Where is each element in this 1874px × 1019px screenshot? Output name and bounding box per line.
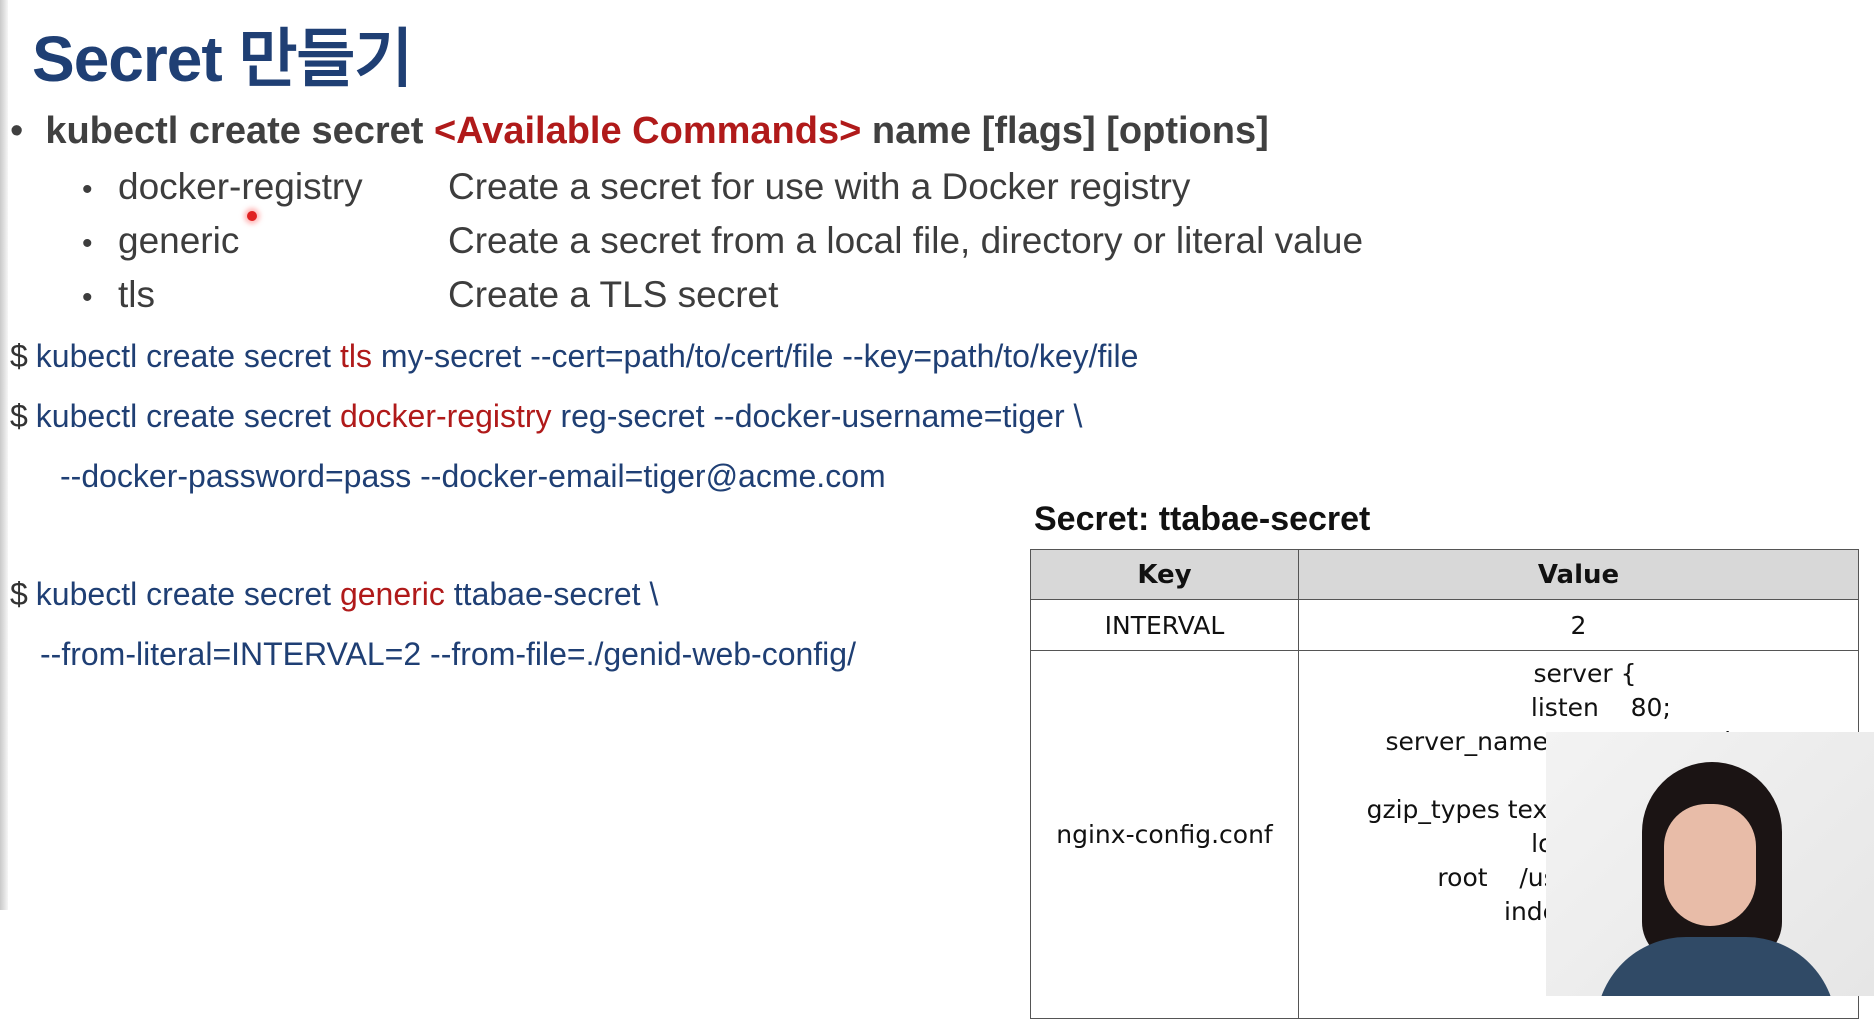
example-generic: $kubectl create secret generic ttabae-se… [10,576,658,613]
command-suffix: name [flags] [options] [861,110,1269,152]
subcommand-desc: Create a TLS secret [448,274,779,315]
subcommand-desc: Create a secret for use with a Docker re… [448,166,1191,207]
example-pre: kubectl create secret [35,576,340,612]
header-key: Key [1030,549,1299,600]
example-pre: kubectl create secret [35,398,340,434]
subcommand-name: docker-registry [118,166,363,207]
secret-table-title: Secret: ttabae-secret [1034,500,1371,538]
shell-prompt: $ [10,576,28,612]
webcam-overlay [1546,732,1874,996]
example-docker-continued: --docker-password=pass --docker-email=ti… [60,458,886,494]
example-post: reg-secret --docker-username=tiger \ [551,398,1083,434]
example-docker: $kubectl create secret docker-registry r… [10,398,1082,435]
subcommand-item: • docker-registry [82,166,363,208]
example-post: my-secret --cert=path/to/cert/file --key… [371,338,1139,374]
slide-left-edge [0,0,8,910]
bullet: • [10,110,24,152]
bullet: • [82,227,93,260]
table-row: INTERVAL 2 [1030,599,1859,651]
bullet: • [82,281,93,314]
example-keyword: tls [339,338,372,374]
cell-key: nginx-config.conf [1030,650,1299,1019]
header-value: Value [1298,549,1859,600]
presenter-face [1664,804,1756,926]
example-keyword: docker-registry [339,398,552,434]
shell-prompt: $ [10,338,28,374]
command-syntax: • kubectl create secret <Available Comman… [10,110,1269,153]
example-pre: kubectl create secret [35,338,340,374]
example-generic-continued: --from-literal=INTERVAL=2 --from-file=./… [40,636,856,672]
shell-prompt: $ [10,398,28,434]
command-prefix: kubectl create secret [45,110,434,152]
subcommand-desc: Create a secret from a local file, direc… [448,220,1364,261]
subcommand-item: • tls [82,274,155,316]
example-post: ttabae-secret \ [444,576,659,612]
subcommand-item: • generic [82,220,239,262]
slide-title: Secret 만들기 [32,23,413,95]
laser-pointer [247,211,257,221]
table-header-row: Key Value [1030,549,1859,600]
example-keyword: generic [339,576,445,612]
subcommand-name: tls [118,274,155,315]
example-tls: $kubectl create secret tls my-secret --c… [10,338,1138,375]
command-highlight: <Available Commands> [433,110,862,152]
subcommand-name: generic [118,220,240,261]
bullet: • [82,173,93,206]
cell-value: 2 [1298,599,1859,651]
cell-key: INTERVAL [1030,599,1299,651]
